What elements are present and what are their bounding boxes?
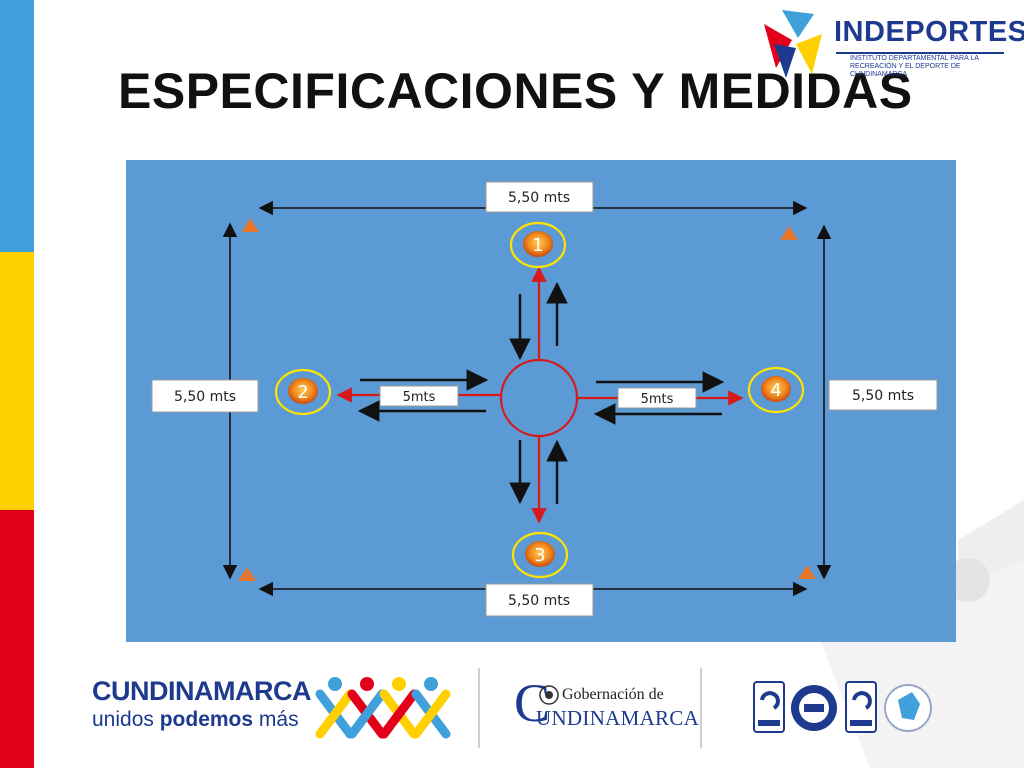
station-4: 4 xyxy=(747,366,805,414)
label-top: 5,50 mts xyxy=(508,190,570,206)
label-left: 5,50 mts xyxy=(174,389,236,405)
cundinamarca-people-icon xyxy=(315,677,451,739)
page-title: ESPECIFICACIONES Y MEDIDAS xyxy=(118,63,913,119)
station-4-number: 4 xyxy=(770,380,781,401)
indeportes-rule xyxy=(836,52,1004,54)
gobernacion-top-text: Gobernación de xyxy=(562,686,664,703)
label-box-right xyxy=(828,379,938,411)
footer-separator-1 xyxy=(478,668,480,748)
field-drawing: 5,50 mts 5,50 mts 5,50 mts 5,50 mts 5mts… xyxy=(151,181,938,617)
field-diagram: 5,50 mts 5,50 mts 5,50 mts 5,50 mts 5mts… xyxy=(126,160,956,642)
cundinamarca-logo-text: CUNDINAMARCA xyxy=(92,676,311,706)
slogan-part-2: más xyxy=(253,708,299,731)
corner-cone-top-right xyxy=(780,226,798,240)
cundinamarca-slogan: unidos podemos más xyxy=(92,708,299,732)
coat-of-arms-icon xyxy=(539,685,559,705)
label-bottom: 5,50 mts xyxy=(508,593,570,609)
label-box-left xyxy=(151,379,259,413)
certification-logos xyxy=(753,681,932,733)
iqnet-icon xyxy=(791,685,837,731)
colombia-seal-icon xyxy=(884,684,932,732)
station-1: 1 xyxy=(509,221,567,269)
iso-9001-icon xyxy=(753,681,785,733)
center-circle xyxy=(499,358,579,438)
station-3: 3 xyxy=(511,531,569,579)
gobernacion-bottom-text: UNDINAMARCA xyxy=(536,706,700,730)
label-box-right-inner xyxy=(617,387,697,409)
label-box-bottom xyxy=(485,583,594,617)
side-stripe-blue xyxy=(0,0,34,252)
station-3-number: 3 xyxy=(534,545,545,566)
footer-separator-2 xyxy=(700,668,702,748)
corner-cone-bottom-left xyxy=(238,567,256,581)
corner-cone-top-left xyxy=(242,218,259,232)
slogan-part-1: unidos xyxy=(92,708,160,731)
station-1-number: 1 xyxy=(532,235,543,256)
indeportes-name: INDEPORTES xyxy=(834,16,1024,48)
side-stripe-red xyxy=(0,510,34,768)
indeportes-logo: INDEPORTES INSTITUTO DEPARTAMENTAL PARA … xyxy=(752,4,1024,82)
slogan-bold: podemos xyxy=(159,708,254,731)
station-2: 2 xyxy=(274,368,332,416)
label-box-left-inner xyxy=(379,385,459,407)
station-2-number: 2 xyxy=(297,382,308,403)
label-left-inner: 5mts xyxy=(403,390,436,405)
label-right-inner: 5mts xyxy=(641,392,674,407)
indeportes-star-icon xyxy=(764,10,822,78)
indeportes-subtitle: INSTITUTO DEPARTAMENTAL PARA LA RECREACI… xyxy=(850,55,979,78)
corner-cone-bottom-right xyxy=(798,565,816,579)
ntcgp-1000-icon xyxy=(845,681,877,733)
label-right: 5,50 mts xyxy=(852,388,914,404)
side-stripe-yellow xyxy=(0,252,34,510)
label-box-top xyxy=(485,181,594,213)
